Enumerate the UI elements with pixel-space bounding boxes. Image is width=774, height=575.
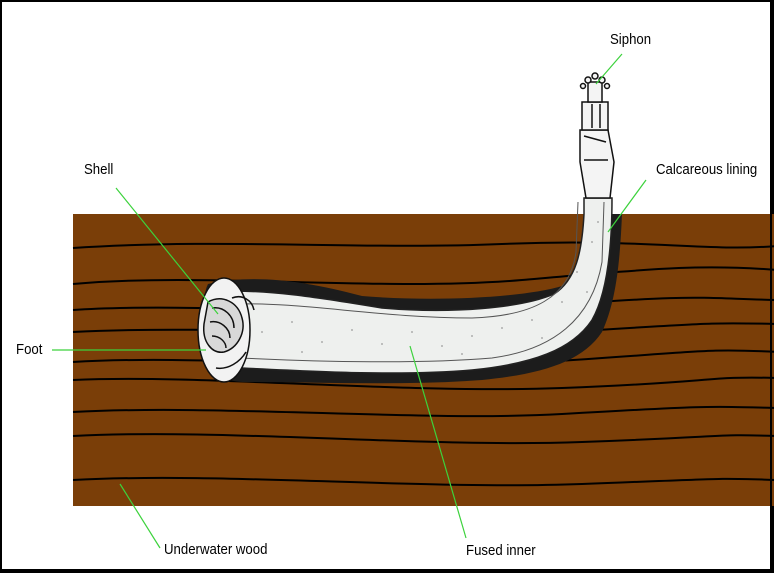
label-foot: Foot <box>16 342 42 358</box>
label-calcareous-lining: Calcareous lining <box>656 162 757 178</box>
siphon <box>580 73 614 198</box>
label-shell: Shell <box>84 162 113 178</box>
label-underwater-wood: Underwater wood <box>164 542 267 558</box>
label-siphon: Siphon <box>610 32 651 48</box>
label-fused-inner: Fused inner <box>466 543 536 559</box>
leader-siphon <box>596 54 622 84</box>
